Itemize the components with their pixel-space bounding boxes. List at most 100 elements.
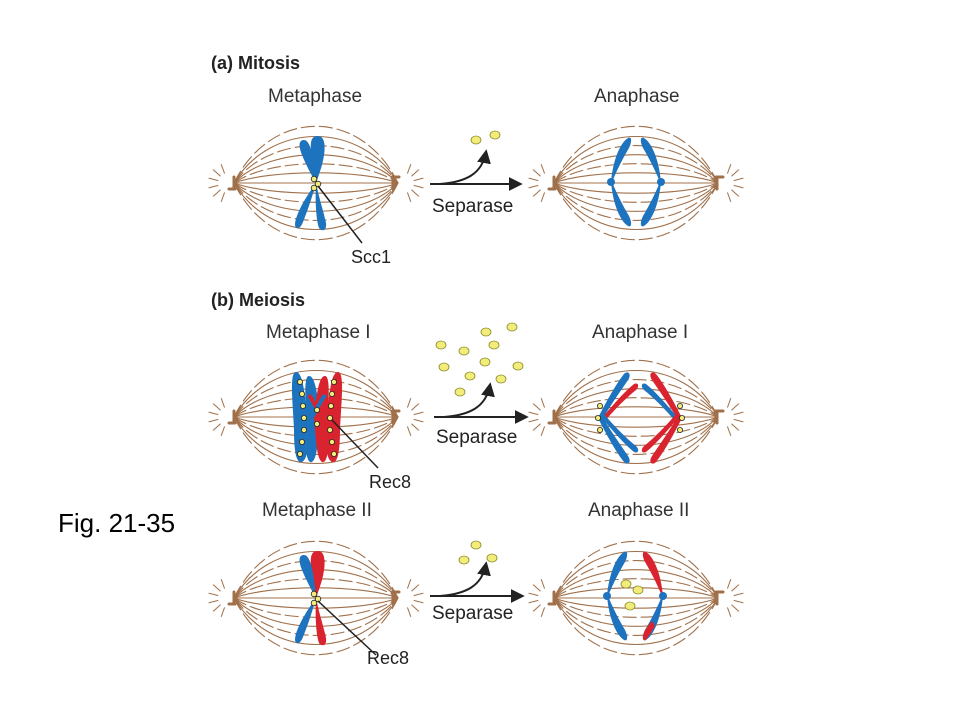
meiosis-metaphase-2-title: Metaphase II [262, 500, 372, 521]
astral-ray [540, 164, 546, 174]
astral-ray [731, 189, 740, 197]
spindle-fiber [553, 182, 719, 241]
spindle-fiber [553, 163, 719, 184]
astral-ray [208, 411, 219, 416]
astral-ray [733, 411, 744, 416]
rec8-callout-line-2 [317, 600, 377, 656]
astral-ray [406, 607, 412, 617]
spindle-fiber [553, 597, 719, 636]
mitosis-anaphase-chromosomes [607, 137, 665, 227]
astral-ray [528, 177, 539, 182]
astral-ray [411, 423, 420, 431]
astral-ray [220, 426, 226, 436]
astral-ray [411, 189, 420, 197]
astral-ray [208, 592, 219, 597]
spindle-fiber [553, 359, 719, 418]
spindle-fiber [553, 125, 719, 184]
astral-ray [208, 418, 219, 423]
meiosis-anaphase-1-right-chromatids [641, 372, 682, 464]
spindle-fiber [553, 406, 719, 418]
astral-ray [733, 599, 744, 604]
centrosome-icon [227, 175, 237, 191]
centrosome-icon [390, 590, 401, 606]
astral-ray [528, 418, 539, 423]
spindle-fiber [233, 182, 399, 241]
centrosome-icon [714, 409, 725, 425]
spindle-fiber [553, 182, 719, 212]
rec8-callout-line-1 [331, 419, 379, 469]
spindle-fiber [233, 597, 399, 656]
meiosis-anaphase-1-title: Anaphase I [592, 322, 689, 343]
astral-ray [413, 599, 424, 604]
centrosome-icon [714, 175, 725, 191]
meiosis-separase-label-2: Separase [432, 603, 514, 624]
spindle-fiber [233, 125, 399, 184]
spindle-fiber [553, 597, 719, 627]
centrosome-icon [390, 175, 401, 191]
astral-ray [212, 403, 221, 411]
mitosis-scc1-callout: Scc1 [351, 247, 392, 267]
meiosis-metaphase-2-chromosome [295, 551, 327, 646]
mitosis-metaphase-chromosome [295, 136, 327, 231]
spindle-fiber [553, 397, 719, 418]
astral-ray [532, 423, 541, 431]
astral-ray [406, 426, 412, 436]
figure-label: Fig. 21-35 [58, 508, 176, 538]
mitosis-cohesin [310, 175, 322, 192]
astral-ray [208, 184, 219, 189]
spindle-fiber [553, 182, 719, 194]
meiosis-rec8-callout-1: Rec8 [369, 472, 412, 492]
spindle-fiber [553, 416, 719, 446]
astral-ray [411, 604, 420, 612]
spindle-fiber [553, 182, 719, 203]
spindle-fiber [233, 597, 399, 627]
astral-ray [406, 398, 412, 408]
spindle-fiber [553, 560, 719, 599]
astral-ray [208, 599, 219, 604]
astral-ray [731, 169, 740, 177]
astral-ray [731, 604, 740, 612]
meiosis-anaphase-2-title: Anaphase II [588, 500, 690, 521]
meiosis-separase-fragments-1 [435, 322, 524, 397]
spindle-fiber [233, 416, 399, 465]
spindle-fiber [233, 182, 399, 221]
meiosis-rec8-callout-2: Rec8 [367, 648, 410, 668]
astral-ray [733, 177, 744, 182]
astral-ray [540, 607, 546, 617]
spindle-fiber [553, 388, 719, 418]
astral-ray [212, 189, 221, 197]
centrosome-icon [547, 175, 557, 191]
spindle-fiber [553, 145, 719, 184]
spindle-fiber [553, 369, 719, 418]
astral-ray [406, 192, 412, 202]
spindle-mitosis-anaphase [528, 125, 744, 241]
astral-ray [411, 584, 420, 592]
astral-ray [532, 403, 541, 411]
meiosis-anaphase-1-rec8 [595, 402, 686, 433]
spindle-meiosis-metaphase-1 [208, 359, 424, 475]
astral-ray [411, 169, 420, 177]
centrosomes [227, 175, 725, 606]
astral-ray [733, 592, 744, 597]
meiosis-metaphase-1-bivalent [291, 372, 343, 463]
spindle-fiber [553, 540, 719, 599]
astral-ray [406, 164, 412, 174]
spindle-fiber [553, 578, 719, 599]
spindle-fiber [553, 416, 719, 428]
spindle-fiber [233, 182, 399, 231]
astral-ray [413, 418, 424, 423]
spindle-fiber [233, 379, 399, 418]
scc1-callout-line [317, 185, 363, 244]
astral-ray [220, 398, 226, 408]
astral-ray [540, 192, 546, 202]
meiosis-anaphase-1-left-chromatids [598, 372, 639, 464]
spindle-fiber [553, 379, 719, 418]
astral-ray [212, 423, 221, 431]
meiosis-metaphase-1-rec8 [296, 378, 337, 457]
spindle-fiber [553, 416, 719, 455]
astral-ray [532, 584, 541, 592]
astral-ray [731, 403, 740, 411]
spindle-meiosis-anaphase-2 [528, 540, 744, 656]
spindle-fiber [233, 369, 399, 418]
spindle-fiber [553, 597, 719, 609]
